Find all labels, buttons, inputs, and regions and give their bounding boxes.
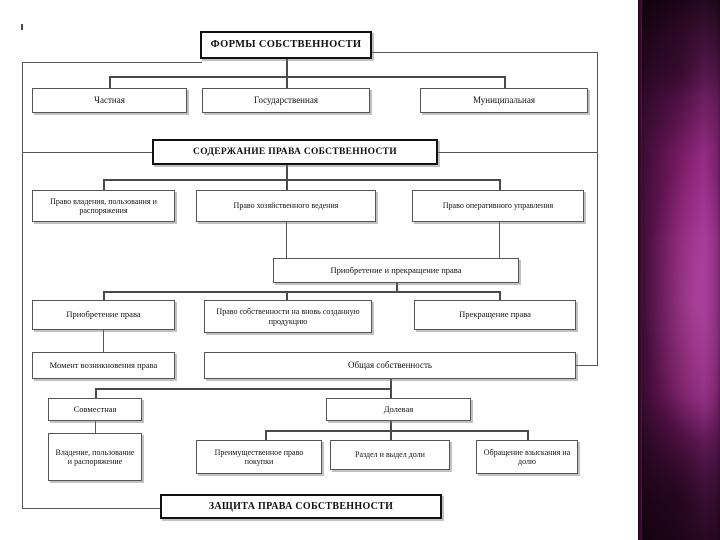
header-protection-of-right[interactable]: ЗАЩИТА ПРАВА СОБСТВЕННОСТИ — [160, 494, 442, 519]
connector-rights2-to-acquisition — [286, 222, 287, 258]
header-content-label: СОДЕРЖАНИЕ ПРАВА СОБСТВЕННОСТИ — [193, 146, 397, 157]
connector-forms-drop-1 — [109, 76, 111, 88]
connector-common-drop-shared — [390, 388, 392, 398]
connector-forms-header-stem — [286, 59, 288, 77]
connector-common-bus — [95, 388, 390, 390]
node-preemptive-purchase-right[interactable]: Преимущественное право покупки — [196, 440, 322, 474]
connector-shared-stem — [390, 421, 392, 430]
connector-left-top-to-header — [22, 62, 202, 63]
node-acquisition-of-right[interactable]: Приобретение права — [32, 300, 175, 330]
connector-acq-drop-1 — [103, 291, 105, 300]
connector-right-to-content-header — [438, 152, 598, 153]
node-termination-of-right[interactable]: Прекращение права — [414, 300, 576, 330]
connector-right-spine — [597, 52, 598, 365]
connector-content-header-stem — [286, 165, 288, 179]
header-forms-label: ФОРМЫ СОБСТВЕННОСТИ — [210, 38, 362, 50]
connector-rights-drop-2 — [286, 179, 288, 190]
connector-common-stem — [390, 379, 392, 388]
node-right-possession-label: Право владения, пользования и распоряжен… — [50, 196, 157, 215]
node-right-on-new-product-label: Право собственности на вновь созданную п… — [216, 307, 360, 326]
connector-acq1-to-moment — [103, 330, 104, 352]
node-joint-label: Совместная — [73, 403, 117, 414]
connector-shared-drop-1 — [265, 430, 267, 440]
node-joint-ownership[interactable]: Совместная — [48, 398, 142, 421]
node-right-operational-management[interactable]: Право оперативного управления — [412, 190, 584, 222]
decorative-band-edge — [638, 0, 642, 540]
node-acquisition-label: Приобретение и прекращение права — [330, 264, 462, 275]
connector-shared-drop-2 — [390, 430, 392, 440]
connector-acq-drop-2 — [286, 291, 288, 300]
connector-shared-bus — [265, 430, 527, 432]
node-foreclosure-label: Обращение взыскания на долю — [483, 447, 571, 466]
node-acquisition-of-right-label: Приобретение права — [66, 309, 141, 320]
node-private-label: Частная — [94, 95, 125, 106]
node-division-and-allotment-of-share[interactable]: Раздел и выдел доли — [330, 440, 450, 470]
decorative-purple-band — [638, 0, 720, 540]
connector-joint-to-detail — [95, 421, 96, 433]
connector-acq-drop-3 — [499, 291, 501, 300]
node-acquisition-and-termination[interactable]: Приобретение и прекращение права — [273, 258, 519, 283]
node-common-ownership[interactable]: Общая собственность — [204, 352, 576, 379]
node-state-ownership[interactable]: Государственная — [202, 88, 370, 113]
node-joint-detail-label: Владение, пользование и распоряжение — [55, 447, 135, 466]
connector-acquisition-stem — [396, 283, 398, 291]
node-right-on-new-product[interactable]: Право собственности на вновь созданную п… — [204, 300, 372, 333]
node-right-operational-label: Право оперативного управления — [442, 201, 554, 211]
node-shared-label: Долевая — [383, 403, 414, 414]
connector-forms-drop-3 — [504, 76, 506, 88]
node-right-economic-label: Право хозяйственного ведения — [233, 201, 339, 211]
node-foreclosure-on-share[interactable]: Обращение взыскания на долю — [476, 440, 578, 474]
connector-rights-bus — [103, 179, 499, 181]
connector-left-spine — [22, 62, 23, 509]
node-shared-ownership[interactable]: Долевая — [326, 398, 471, 421]
stray-mark — [21, 24, 23, 30]
node-municipal-ownership[interactable]: Муниципальная — [420, 88, 588, 113]
node-private-ownership[interactable]: Частная — [32, 88, 187, 113]
connector-left-to-content-header — [22, 152, 152, 153]
node-municipal-label: Муниципальная — [473, 95, 535, 106]
node-termination-label: Прекращение права — [459, 309, 531, 320]
connector-right-top-to-header — [372, 52, 598, 53]
node-division-label: Раздел и выдел доли — [355, 450, 425, 460]
connector-common-drop-joint — [95, 388, 97, 398]
connector-shared-drop-3 — [527, 430, 529, 440]
node-preemptive-label: Преимущественное право покупки — [214, 447, 304, 466]
connector-rights3-to-acquisition — [499, 222, 500, 258]
connector-rights-drop-3 — [499, 179, 501, 190]
header-protection-label: ЗАЩИТА ПРАВА СОБСТВЕННОСТИ — [208, 500, 394, 512]
node-right-economic-management[interactable]: Право хозяйственного ведения — [196, 190, 376, 222]
connector-rights-drop-1 — [103, 179, 105, 190]
connector-left-bottom-to-protection — [22, 508, 160, 509]
node-right-possession-use-disposal[interactable]: Право владения, пользования и распоряжен… — [32, 190, 175, 222]
connector-right-bottom-to-common — [576, 365, 598, 366]
header-forms-of-ownership[interactable]: ФОРМЫ СОБСТВЕННОСТИ — [200, 31, 372, 59]
node-moment-label: Момент возникновения права — [49, 359, 158, 370]
node-common-ownership-label: Общая собственность — [348, 360, 432, 371]
node-state-label: Государственная — [254, 95, 318, 106]
node-moment-of-origin[interactable]: Момент возникновения права — [32, 352, 175, 379]
connector-forms-bus — [109, 76, 505, 78]
connector-forms-drop-2 — [286, 76, 288, 88]
node-joint-possession-use-disposal[interactable]: Владение, пользование и распоряжение — [48, 433, 142, 481]
header-content-of-right[interactable]: СОДЕРЖАНИЕ ПРАВА СОБСТВЕННОСТИ — [152, 139, 438, 165]
connector-acquisition-bus — [103, 291, 499, 293]
